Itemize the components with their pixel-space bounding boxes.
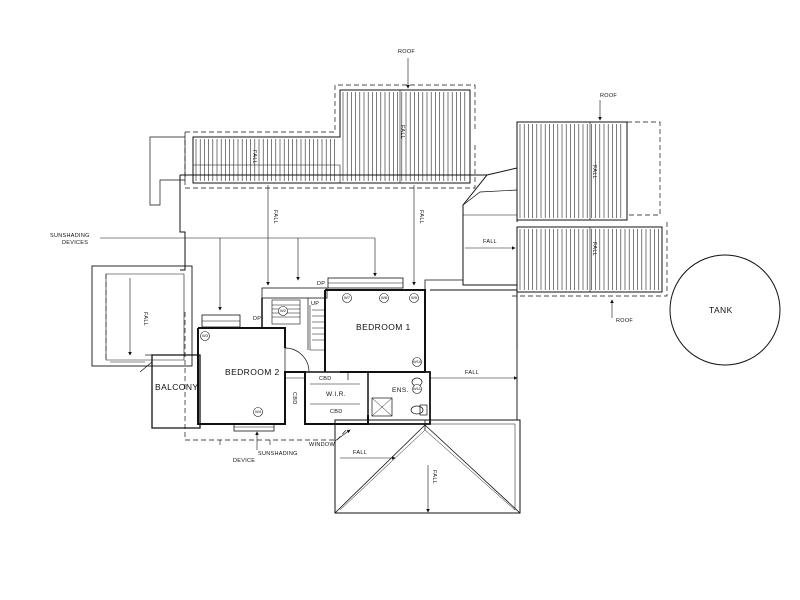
fall-label-4: FALL [418, 210, 424, 225]
fall-label-2: FALL [399, 125, 405, 140]
fall-label-5: FALL [591, 165, 597, 180]
wir-label: W.I.R. [326, 391, 347, 398]
fall-label-3: FALL [272, 210, 278, 225]
roof-label-top: ROOF [398, 49, 416, 55]
window-label: WINDOW [309, 442, 335, 448]
roof-label-bottom-right: ROOF [616, 318, 634, 324]
roof-panel-right-lower [519, 229, 659, 290]
roof-outline-right-upper [516, 121, 628, 221]
fall-label-1: FALL [251, 150, 257, 165]
dp-label-1: DP [317, 281, 326, 287]
window-tag-w9: W9 [411, 295, 417, 300]
fall-label-8: FALL [465, 370, 480, 376]
window-tag-w3: W3 [202, 333, 208, 338]
building-outline [179, 167, 518, 290]
window-tag-w8: W8 [381, 295, 387, 300]
cbd-label-side: CBD [291, 392, 297, 405]
tank-outline [669, 254, 781, 366]
roof-outline-right-lower [516, 226, 663, 293]
fall-label-6: FALL [591, 242, 597, 257]
window-tag-w4: W4 [255, 409, 261, 414]
sunshading-devices-label-1: SUNSHADING [50, 233, 90, 239]
dp-label-2: DP [253, 316, 262, 322]
roof-outline-top [192, 89, 471, 184]
window-tag-w2: W2 [280, 308, 286, 313]
fall-label-11: FALL [142, 312, 148, 327]
up-label: UP [311, 301, 320, 307]
fall-label-10: FALL [431, 470, 437, 485]
roof-panel-top [195, 92, 466, 181]
tank-label: TANK [709, 305, 733, 315]
fall-label-9: FALL [353, 450, 368, 456]
roof-outline-lower-hip [334, 419, 521, 514]
balcony-label: BALCONY [155, 382, 199, 392]
window-tag-w7: W7 [344, 295, 350, 300]
window-tag-w10: W10 [413, 359, 422, 364]
sunshading-device-label-1: SUNSHADING [258, 451, 298, 457]
bedroom-2-label: BEDROOM 2 [225, 367, 280, 377]
window-tag-w11: W11 [413, 386, 421, 391]
roof-panel-right-upper [519, 124, 622, 218]
bedroom-1-label: BEDROOM 1 [356, 322, 411, 332]
balcony-outline [151, 354, 201, 429]
wir-outline [304, 371, 369, 425]
ensuite-label: ENS. [392, 387, 409, 394]
sunshading-devices-label-2: DEVICES [62, 240, 89, 246]
cbd-label-top: CBD [319, 376, 332, 382]
roof-label-right: ROOF [600, 93, 618, 99]
cbd-label-bottom: CBD [330, 409, 343, 415]
sunshading-device-label-2: DEVICE [233, 458, 256, 464]
fall-label-7: FALL [483, 239, 498, 245]
